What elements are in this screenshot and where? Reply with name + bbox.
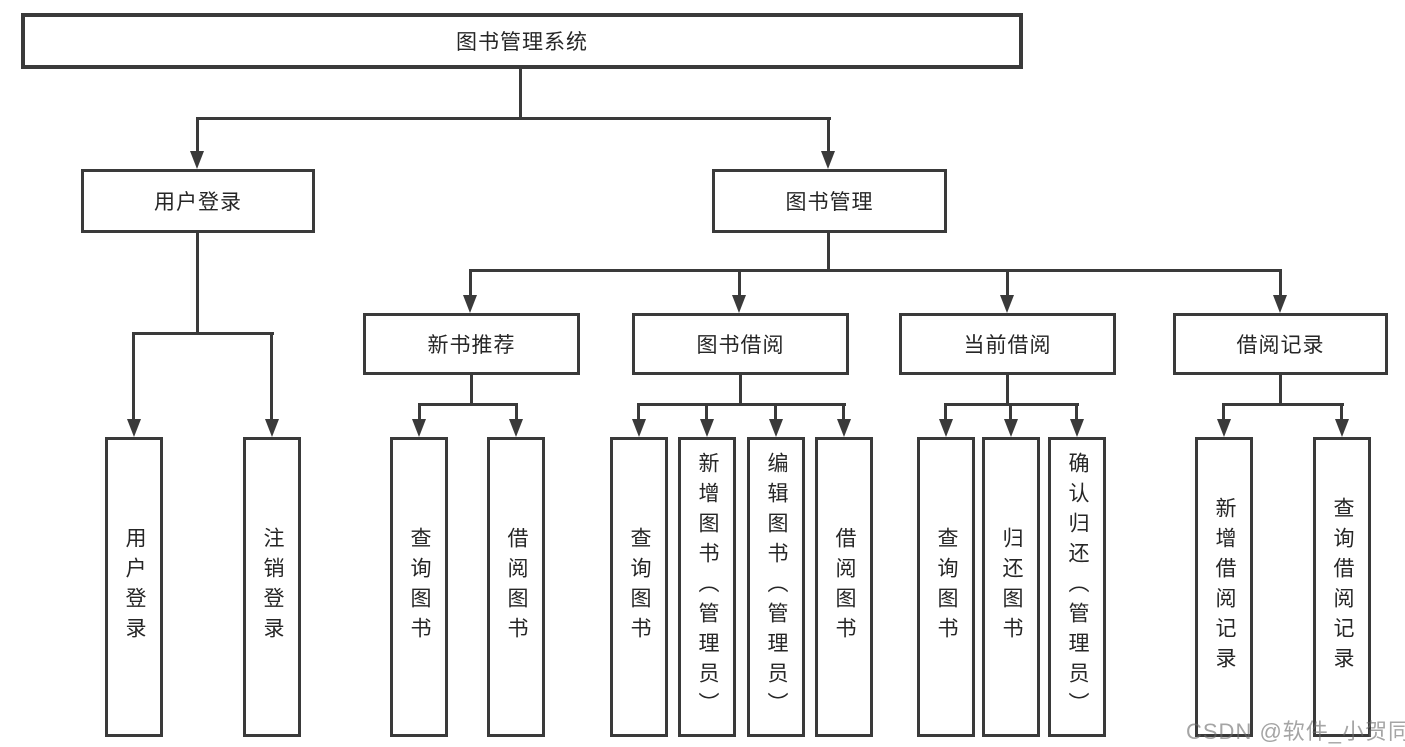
node-leaf-confirm-return-admin: 确认归还（管理员） bbox=[1048, 437, 1106, 737]
arrowhead-down-icon bbox=[939, 419, 953, 437]
connector-new-book-stem bbox=[470, 375, 473, 406]
node-label: 新增借阅记录 bbox=[1213, 497, 1236, 677]
connector-book-mgmt-rail bbox=[469, 269, 1282, 272]
node-label: 图书管理 bbox=[785, 191, 874, 214]
watermark: CSDN @软件_小贺同学 bbox=[1186, 719, 1405, 744]
node-label: 新增图书（管理员） bbox=[696, 452, 719, 722]
node-label: 查询图书 bbox=[935, 527, 958, 647]
connector-user-login-rail bbox=[132, 332, 274, 335]
connector-book-borrow-rail bbox=[637, 403, 846, 406]
arrowhead-down-icon bbox=[190, 151, 204, 169]
node-leaf-borrow-books: 借阅图书 bbox=[815, 437, 873, 737]
connector-drop bbox=[738, 269, 741, 297]
connector-drop bbox=[1009, 403, 1012, 423]
node-leaf-add-borrow-record: 新增借阅记录 bbox=[1195, 437, 1253, 737]
connector-drop bbox=[1340, 403, 1343, 423]
connector-drop bbox=[196, 117, 199, 154]
arrowhead-down-icon bbox=[463, 295, 477, 313]
node-label: 图书借阅 bbox=[696, 334, 785, 357]
node-leaf-user-login: 用户登录 bbox=[105, 437, 163, 737]
connector-current-borrow-stem bbox=[1006, 375, 1009, 406]
arrowhead-down-icon bbox=[1273, 295, 1287, 313]
arrowhead-down-icon bbox=[821, 151, 835, 169]
connector-root-stem bbox=[519, 68, 522, 119]
node-label: 归还图书 bbox=[1000, 527, 1023, 647]
node-leaf-add-books-admin: 新增图书（管理员） bbox=[678, 437, 736, 737]
node-new-book-recommendation: 新书推荐 bbox=[363, 313, 580, 375]
connector-drop bbox=[1075, 403, 1078, 423]
node-label: 确认归还（管理员） bbox=[1066, 452, 1089, 722]
connector-user-login-stem bbox=[196, 233, 199, 335]
arrowhead-down-icon bbox=[412, 419, 426, 437]
node-user-login: 用户登录 bbox=[81, 169, 315, 233]
connector-records-stem bbox=[1279, 375, 1282, 406]
node-label: 查询图书 bbox=[408, 527, 431, 647]
connector-drop bbox=[705, 403, 708, 423]
arrowhead-down-icon bbox=[837, 419, 851, 437]
arrowhead-down-icon bbox=[769, 419, 783, 437]
connector-drop bbox=[1222, 403, 1225, 423]
node-label: 编辑图书（管理员） bbox=[765, 452, 788, 722]
node-label: 用户登录 bbox=[154, 191, 242, 214]
node-label: 新书推荐 bbox=[427, 334, 516, 357]
arrowhead-down-icon bbox=[732, 295, 746, 313]
connector-book-mgmt-stem bbox=[827, 233, 830, 272]
connector-drop bbox=[270, 332, 273, 422]
arrowhead-down-icon bbox=[700, 419, 714, 437]
arrowhead-down-icon bbox=[1217, 419, 1231, 437]
connector-book-borrow-stem bbox=[739, 375, 742, 406]
node-label: 用户登录 bbox=[123, 527, 146, 647]
arrowhead-down-icon bbox=[509, 419, 523, 437]
arrowhead-down-icon bbox=[265, 419, 279, 437]
node-label: 查询借阅记录 bbox=[1331, 497, 1354, 677]
node-label: 注销登录 bbox=[261, 527, 284, 647]
connector-drop bbox=[827, 117, 830, 154]
connector-drop bbox=[842, 403, 845, 423]
connector-drop bbox=[1006, 269, 1009, 297]
connector-drop bbox=[418, 403, 421, 423]
node-leaf-return-books: 归还图书 bbox=[982, 437, 1040, 737]
node-book-borrowing: 图书借阅 bbox=[632, 313, 849, 375]
node-book-management: 图书管理 bbox=[712, 169, 947, 233]
connector-drop bbox=[944, 403, 947, 423]
node-leaf-borrow-books-recommend: 借阅图书 bbox=[487, 437, 545, 737]
node-label: 图书管理系统 bbox=[456, 31, 588, 54]
arrowhead-down-icon bbox=[1335, 419, 1349, 437]
node-label: 借阅图书 bbox=[505, 527, 528, 647]
node-leaf-query-borrow-record: 查询借阅记录 bbox=[1313, 437, 1371, 737]
node-label: 当前借阅 bbox=[963, 334, 1052, 357]
connector-drop bbox=[637, 403, 640, 423]
node-library-management-system: 图书管理系统 bbox=[21, 13, 1023, 69]
node-label: 查询图书 bbox=[628, 527, 651, 647]
connector-drop bbox=[469, 269, 472, 297]
node-label: 借阅记录 bbox=[1236, 334, 1325, 357]
node-borrowing-records: 借阅记录 bbox=[1173, 313, 1388, 375]
node-current-borrowing: 当前借阅 bbox=[899, 313, 1116, 375]
connector-drop bbox=[132, 332, 135, 422]
node-leaf-query-books-current: 查询图书 bbox=[917, 437, 975, 737]
arrowhead-down-icon bbox=[127, 419, 141, 437]
arrowhead-down-icon bbox=[1000, 295, 1014, 313]
arrowhead-down-icon bbox=[632, 419, 646, 437]
node-leaf-logout: 注销登录 bbox=[243, 437, 301, 737]
connector-records-rail bbox=[1222, 403, 1344, 406]
connector-drop bbox=[774, 403, 777, 423]
arrowhead-down-icon bbox=[1004, 419, 1018, 437]
connector-drop bbox=[515, 403, 518, 423]
node-leaf-query-books-recommend: 查询图书 bbox=[390, 437, 448, 737]
node-label: 借阅图书 bbox=[833, 527, 856, 647]
connector-new-book-rail bbox=[418, 403, 518, 406]
node-leaf-edit-books-admin: 编辑图书（管理员） bbox=[747, 437, 805, 737]
connector-root-rail bbox=[196, 117, 831, 120]
connector-drop bbox=[1279, 269, 1282, 297]
arrowhead-down-icon bbox=[1070, 419, 1084, 437]
node-leaf-query-books: 查询图书 bbox=[610, 437, 668, 737]
